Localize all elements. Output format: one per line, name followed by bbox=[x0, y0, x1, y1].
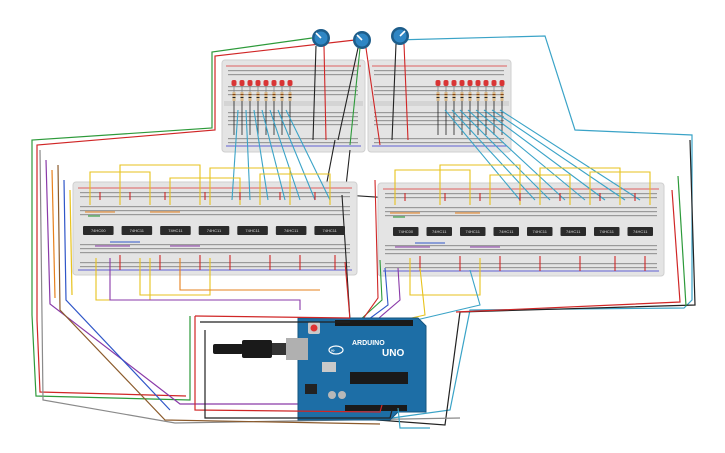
right-chip-8: 74HC11 bbox=[627, 227, 653, 236]
left-led-3 bbox=[247, 80, 253, 135]
left-chip-label: 74HC11 bbox=[323, 228, 338, 233]
breadboard-right bbox=[377, 182, 665, 277]
wire-outer-red bbox=[36, 39, 356, 397]
left-chip-5: 74HC11 bbox=[237, 226, 268, 235]
wire-outer-green2 bbox=[677, 175, 687, 307]
right-led-9 bbox=[499, 80, 505, 135]
wire-outer-green bbox=[31, 37, 313, 401]
wire-outer-orange bbox=[51, 169, 56, 299]
left-led-8 bbox=[287, 80, 293, 135]
usb-cable bbox=[213, 338, 308, 360]
left-led-5 bbox=[263, 80, 269, 135]
right-chip-3: 74HC11 bbox=[460, 227, 486, 236]
right-chip-label: 74HC11 bbox=[566, 229, 581, 234]
left-led-4 bbox=[255, 80, 261, 135]
right-chip-label: 74HC11 bbox=[499, 229, 514, 234]
left-led-7 bbox=[279, 80, 285, 135]
svg-text:∞: ∞ bbox=[331, 348, 335, 354]
left-led-2 bbox=[239, 80, 245, 135]
right-chip-label: 74HC11 bbox=[533, 229, 548, 234]
right-chip-label: 74HC11 bbox=[432, 229, 447, 234]
chip-row-right: 74HC00 74HC11 74HC11 74HC11 74HC11 74HC11 74HC… bbox=[393, 227, 653, 236]
left-chip-label: 74HC11 bbox=[207, 228, 222, 233]
breadboard-top-left bbox=[221, 59, 366, 153]
left-chip-label: 74HC11 bbox=[284, 228, 299, 233]
arduino-board[interactable]: ARDUINO UNO ∞ bbox=[297, 317, 427, 421]
left-chip-3: 74HC11 bbox=[160, 226, 191, 235]
right-chip-4: 74HC11 bbox=[493, 227, 519, 236]
left-led-6 bbox=[271, 80, 277, 135]
chip-row-left: 74HC00 74HC11 74HC11 74HC11 74HC11 74HC11 74HC… bbox=[83, 226, 345, 235]
right-led-2 bbox=[443, 80, 449, 135]
outer-wires bbox=[31, 35, 696, 426]
right-led-6 bbox=[475, 80, 481, 135]
right-chip-6: 74HC11 bbox=[560, 227, 586, 236]
wire-outer-blue bbox=[63, 179, 171, 411]
wire-outer-teal bbox=[391, 35, 693, 419]
potentiometer-2[interactable] bbox=[353, 31, 371, 49]
potentiometer-3[interactable] bbox=[391, 27, 409, 45]
wire-outer-red2 bbox=[455, 189, 681, 313]
right-chip-label: 74HC00 bbox=[398, 229, 413, 234]
left-led-1 bbox=[231, 80, 237, 135]
left-chip-label: 74HC00 bbox=[91, 228, 106, 233]
wire-outer-brown bbox=[57, 164, 381, 425]
left-chip-4: 74HC11 bbox=[198, 226, 230, 235]
breadboard-wires bbox=[85, 109, 651, 331]
left-chip-label: 74HC11 bbox=[245, 228, 260, 233]
arduino-model: UNO bbox=[382, 348, 404, 359]
arduino-wires bbox=[194, 315, 430, 429]
right-led-8 bbox=[491, 80, 497, 135]
right-chip-1: 74HC00 bbox=[393, 227, 419, 236]
led-array-right bbox=[435, 80, 505, 135]
right-led-4 bbox=[459, 80, 465, 135]
right-chip-5: 74HC11 bbox=[527, 227, 553, 236]
right-chip-label: 74HC11 bbox=[633, 229, 648, 234]
left-chip-2: 74HC11 bbox=[121, 226, 153, 235]
left-chip-1: 74HC00 bbox=[83, 226, 114, 235]
arduino-brand: ARDUINO bbox=[352, 340, 385, 347]
breadboard-top-right bbox=[367, 59, 512, 153]
led-array-left bbox=[231, 80, 293, 135]
right-chip-7: 74HC11 bbox=[594, 227, 620, 236]
left-chip-label: 74HC11 bbox=[168, 228, 183, 233]
right-led-1 bbox=[435, 80, 441, 135]
right-chip-label: 74HC11 bbox=[466, 229, 481, 234]
potentiometer-1[interactable] bbox=[312, 29, 330, 47]
left-chip-label: 74HC11 bbox=[130, 228, 145, 233]
left-chip-6: 74HC11 bbox=[275, 226, 307, 235]
right-chip-label: 74HC11 bbox=[600, 229, 615, 234]
wire-outer-yellow bbox=[69, 189, 73, 296]
wire-outer-purple bbox=[45, 159, 300, 405]
left-chip-7: 74HC11 bbox=[314, 226, 345, 235]
right-led-3 bbox=[451, 80, 457, 135]
right-led-5 bbox=[467, 80, 473, 135]
right-chip-2: 74HC11 bbox=[426, 227, 452, 236]
